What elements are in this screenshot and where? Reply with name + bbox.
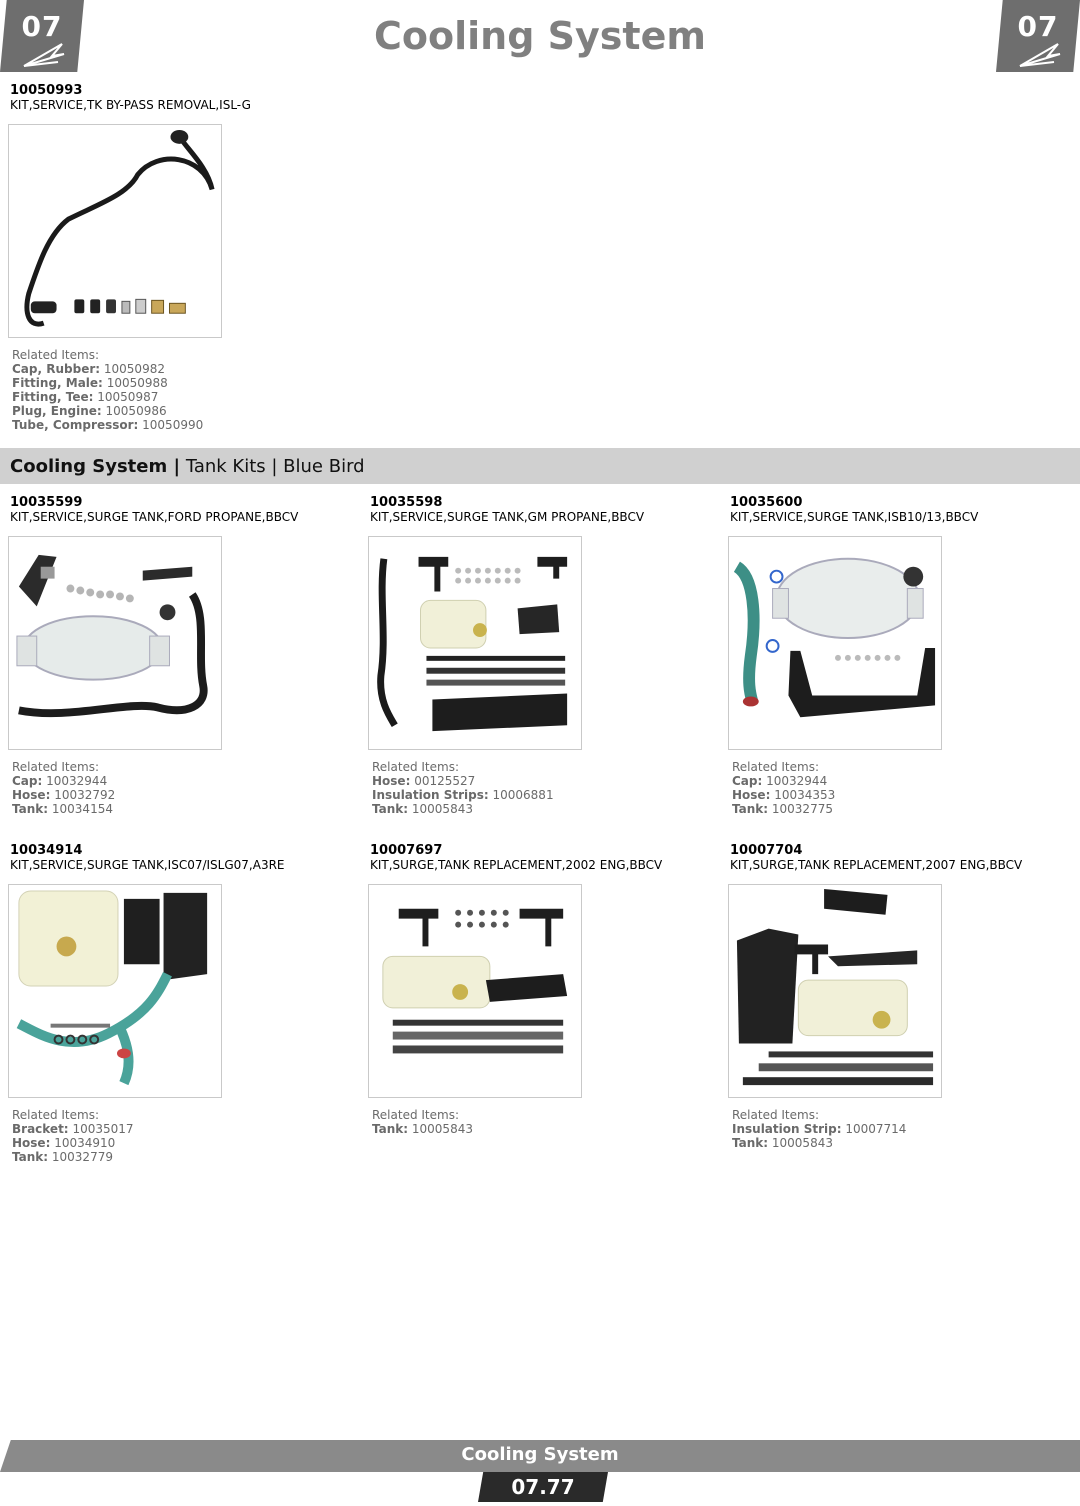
surge-tank-kit-illustration bbox=[736, 888, 934, 1086]
part-number: 10035598 bbox=[370, 495, 443, 510]
chapter-tab-left: 07 bbox=[0, 0, 84, 72]
part-description: KIT,SURGE,TANK REPLACEMENT,2002 ENG,BBCV bbox=[370, 858, 663, 872]
product-image[interactable] bbox=[368, 884, 582, 1098]
related-item[interactable]: Tank: 10032779 bbox=[12, 1150, 113, 1164]
section-title: Cooling System | bbox=[10, 456, 181, 477]
related-heading: Related Items: bbox=[732, 1108, 819, 1122]
part-number: 10007704 bbox=[730, 843, 803, 858]
product-card[interactable]: 10034914 KIT,SERVICE,SURGE TANK,ISC07/IS… bbox=[10, 843, 285, 873]
related-items: Related Items: Cap, Rubber: 10050982 Fit… bbox=[12, 348, 203, 432]
related-heading: Related Items: bbox=[372, 760, 459, 774]
product-card[interactable]: 10035599 KIT,SERVICE,SURGE TANK,FORD PRO… bbox=[10, 495, 299, 525]
surge-tank-kit-illustration bbox=[16, 890, 208, 1086]
swoosh-logo-icon bbox=[1019, 43, 1061, 67]
related-heading: Related Items: bbox=[732, 760, 819, 774]
swoosh-logo-icon bbox=[23, 43, 65, 67]
product-image[interactable] bbox=[728, 536, 942, 750]
related-item[interactable]: Tank: 10005843 bbox=[372, 802, 473, 816]
related-item[interactable]: Bracket: 10035017 bbox=[12, 1122, 134, 1136]
related-heading: Related Items: bbox=[12, 1108, 99, 1122]
related-item[interactable]: Plug, Engine: 10050986 bbox=[12, 404, 167, 418]
section-subtitle: Tank Kits | Blue Bird bbox=[185, 456, 365, 477]
part-description: KIT,SERVICE,SURGE TANK,ISB10/13,BBCV bbox=[730, 510, 979, 524]
page-number: 07.77 bbox=[478, 1472, 608, 1502]
chapter-number-left: 07 bbox=[21, 10, 63, 43]
product-image[interactable] bbox=[8, 124, 222, 338]
part-description: KIT,SERVICE,SURGE TANK,ISC07/ISLG07,A3RE bbox=[10, 858, 285, 872]
product-image[interactable] bbox=[8, 536, 222, 750]
related-item[interactable]: Cap: 10032944 bbox=[732, 774, 828, 788]
related-item[interactable]: Insulation Strip: 10007714 bbox=[732, 1122, 907, 1136]
related-items: Related Items: Tank: 10005843 bbox=[372, 1108, 473, 1136]
product-card[interactable]: 10007704 KIT,SURGE,TANK REPLACEMENT,2007… bbox=[730, 843, 1023, 873]
related-heading: Related Items: bbox=[12, 348, 99, 362]
product-image[interactable] bbox=[8, 884, 222, 1098]
related-heading: Related Items: bbox=[372, 1108, 459, 1122]
part-number: 10034914 bbox=[10, 843, 83, 858]
page-title: Cooling System bbox=[374, 14, 706, 58]
related-item[interactable]: Hose: 10034353 bbox=[732, 788, 836, 802]
product-card[interactable]: 10007697 KIT,SURGE,TANK REPLACEMENT,2002… bbox=[370, 843, 663, 873]
related-item[interactable]: Tank: 10005843 bbox=[732, 1136, 833, 1150]
part-number: 10035599 bbox=[10, 495, 83, 510]
related-items: Related Items: Hose: 00125527 Insulation… bbox=[372, 760, 554, 816]
related-items: Related Items: Bracket: 10035017 Hose: 1… bbox=[12, 1108, 134, 1164]
related-heading: Related Items: bbox=[12, 760, 99, 774]
surge-tank-kit-illustration bbox=[16, 554, 208, 718]
product-image[interactable] bbox=[728, 884, 942, 1098]
related-item[interactable]: Fitting, Male: 10050988 bbox=[12, 376, 168, 390]
surge-tank-kit-illustration bbox=[377, 556, 568, 732]
related-items: Related Items: Cap: 10032944 Hose: 10034… bbox=[732, 760, 835, 816]
related-item[interactable]: Hose: 10032792 bbox=[12, 788, 116, 802]
product-image[interactable] bbox=[368, 536, 582, 750]
chapter-number-right: 07 bbox=[1017, 10, 1059, 43]
part-description: KIT,SERVICE,TK BY-PASS REMOVAL,ISL-G bbox=[10, 98, 251, 112]
related-item[interactable]: Fitting, Tee: 10050987 bbox=[12, 390, 159, 404]
surge-tank-kit-illustration bbox=[382, 908, 568, 1054]
related-items: Related Items: Cap: 10032944 Hose: 10032… bbox=[12, 760, 115, 816]
related-item[interactable]: Hose: 00125527 bbox=[372, 774, 476, 788]
related-items: Related Items: Insulation Strip: 1000771… bbox=[732, 1108, 906, 1150]
bypass-hose-kit-illustration bbox=[24, 129, 215, 327]
related-item[interactable]: Tank: 10005843 bbox=[372, 1122, 473, 1136]
related-item[interactable]: Insulation Strips: 10006881 bbox=[372, 788, 554, 802]
surge-tank-kit-illustration bbox=[733, 557, 936, 718]
related-item[interactable]: Tank: 10034154 bbox=[12, 802, 113, 816]
chapter-tab-right: 07 bbox=[996, 0, 1080, 72]
related-item[interactable]: Tube, Compressor: 10050990 bbox=[12, 418, 204, 432]
part-number: 10007697 bbox=[370, 843, 443, 858]
footer-title: Cooling System bbox=[461, 1444, 619, 1465]
product-card[interactable]: 10035600 KIT,SERVICE,SURGE TANK,ISB10/13… bbox=[730, 495, 979, 525]
part-description: KIT,SERVICE,SURGE TANK,GM PROPANE,BBCV bbox=[370, 510, 645, 524]
related-item[interactable]: Cap, Rubber: 10050982 bbox=[12, 362, 165, 376]
part-number: 10050993 bbox=[10, 83, 83, 98]
section-header: Cooling System | Tank Kits | Blue Bird bbox=[0, 448, 1080, 484]
part-number: 10035600 bbox=[730, 495, 803, 510]
related-item[interactable]: Tank: 10032775 bbox=[732, 802, 833, 816]
product-card[interactable]: 10050993 KIT,SERVICE,TK BY-PASS REMOVAL,… bbox=[10, 83, 251, 113]
footer-bar bbox=[0, 1440, 1080, 1472]
related-item[interactable]: Cap: 10032944 bbox=[12, 774, 108, 788]
product-card[interactable]: 10035598 KIT,SERVICE,SURGE TANK,GM PROPA… bbox=[370, 495, 645, 525]
related-item[interactable]: Hose: 10034910 bbox=[12, 1136, 116, 1150]
part-description: KIT,SURGE,TANK REPLACEMENT,2007 ENG,BBCV bbox=[730, 858, 1023, 872]
part-description: KIT,SERVICE,SURGE TANK,FORD PROPANE,BBCV bbox=[10, 510, 299, 524]
